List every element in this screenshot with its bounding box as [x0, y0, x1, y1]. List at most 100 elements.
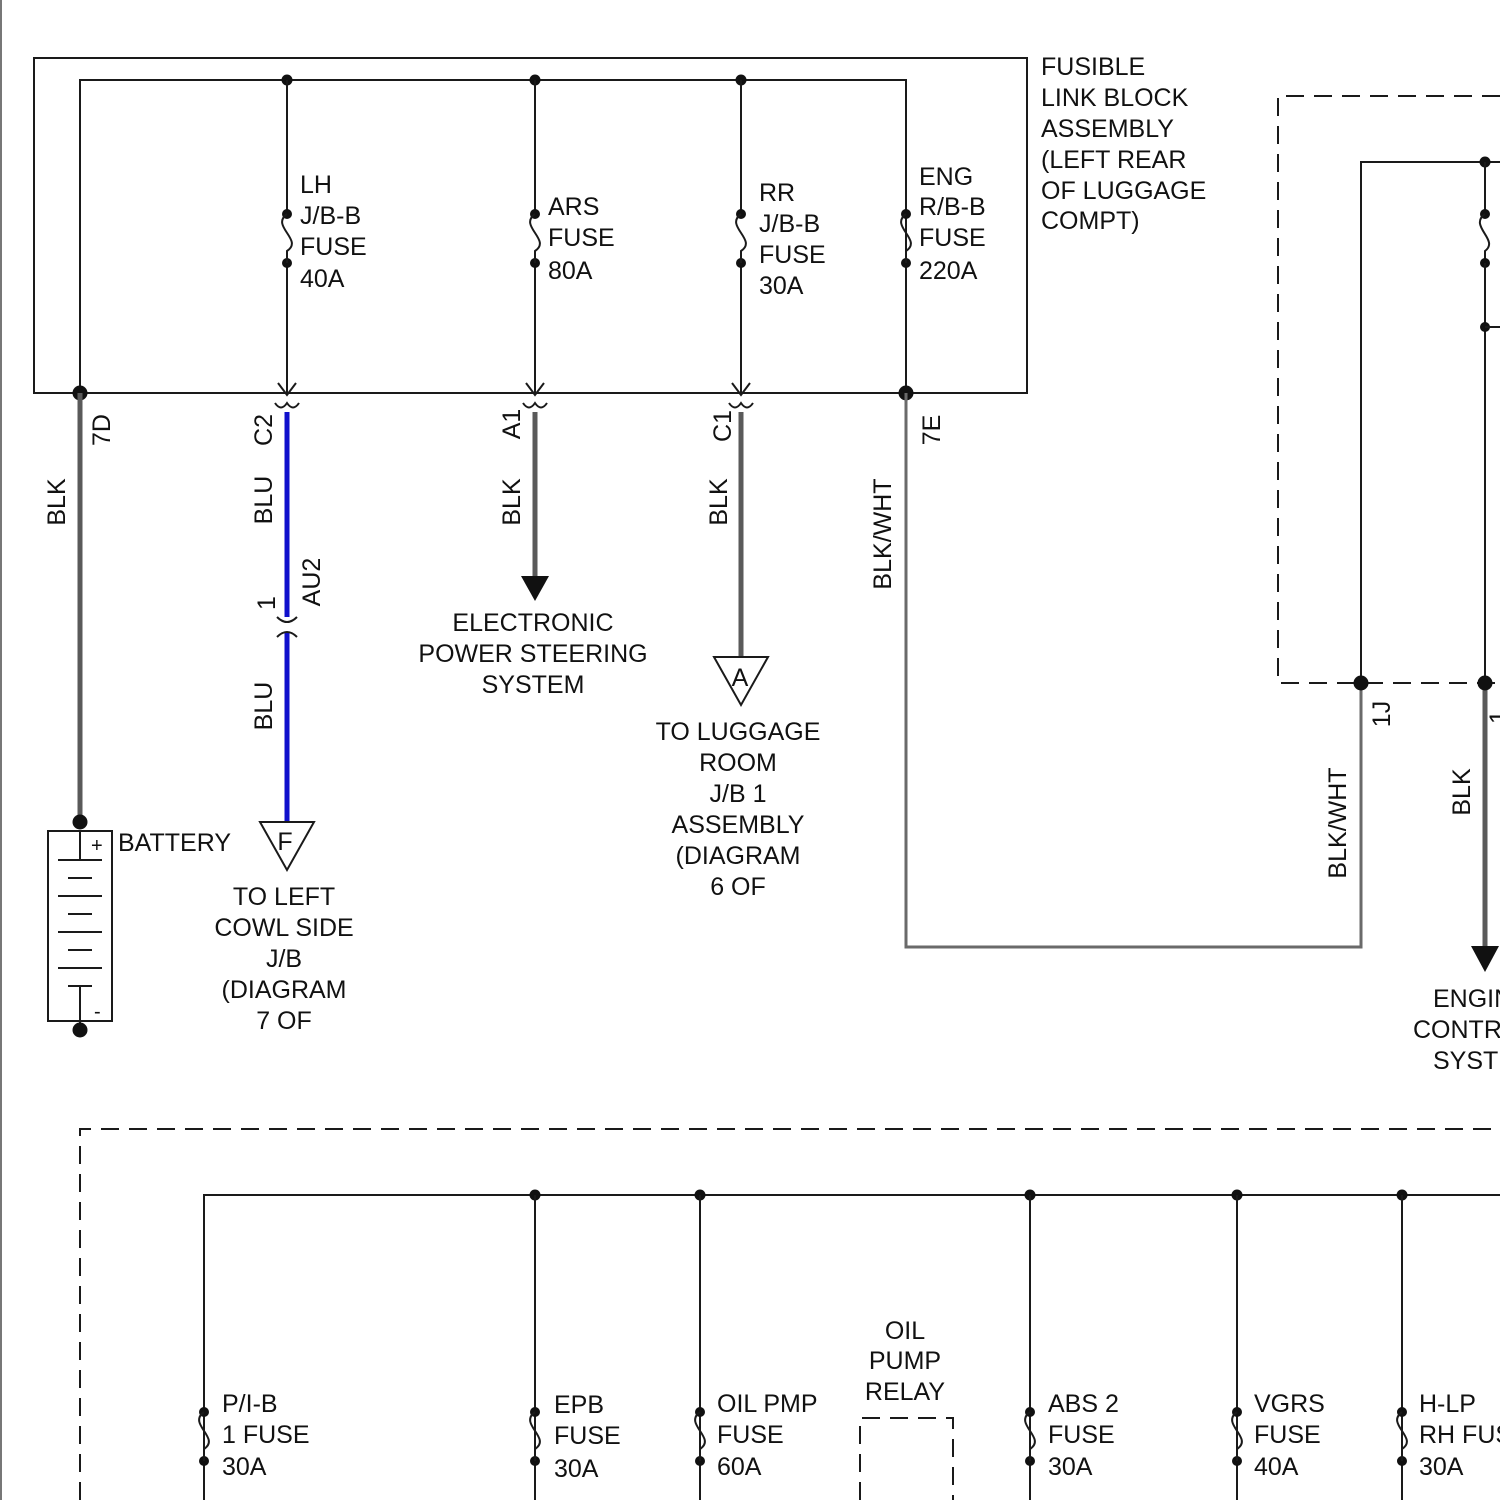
svg-text:SYSTI: SYSTI	[1433, 1047, 1500, 1075]
battery-minus-label: -	[94, 1001, 101, 1023]
svg-text:(DIAGRAM: (DIAGRAM	[222, 976, 347, 1004]
svg-text:J/B-B: J/B-B	[759, 210, 820, 238]
svg-text:ASSEMBLY: ASSEMBLY	[672, 811, 805, 839]
svg-text:H-LP: H-LP	[1419, 1390, 1476, 1418]
fuse-label-abs-2: ABS 2 FUSE 30A	[1048, 1390, 1119, 1481]
wire-label-c2-bottom: BLU	[250, 682, 278, 731]
title-line: COMPT)	[1041, 207, 1140, 235]
terminal-1j	[1354, 676, 1369, 691]
svg-text:RH FUS: RH FUS	[1419, 1421, 1500, 1449]
title-line: FUSIBLE	[1041, 53, 1145, 81]
fuse-vgrs	[1232, 1195, 1242, 1500]
svg-text:CONTR: CONTR	[1413, 1016, 1500, 1044]
svg-text:OIL: OIL	[885, 1317, 925, 1345]
svg-text:ELECTRONIC: ELECTRONIC	[452, 609, 613, 637]
connector-symbol-c2	[275, 403, 299, 408]
svg-text:OIL PMP: OIL PMP	[717, 1390, 818, 1418]
wire-label-c2-top: BLU	[250, 476, 278, 525]
svg-text:FUSE: FUSE	[1254, 1421, 1321, 1449]
svg-text:ROOM: ROOM	[699, 749, 777, 777]
connector-1j-label: 1J	[1368, 701, 1396, 727]
svg-text:RR: RR	[759, 179, 795, 207]
flag-f-caption: TO LEFT COWL SIDE J/B (DIAGRAM 7 OF	[214, 883, 353, 1035]
bottom-block-bus	[204, 1195, 1500, 1500]
eps-arrow	[521, 576, 549, 601]
wire-label-c1: BLK	[705, 478, 733, 526]
connector-right-label: 1	[1485, 710, 1500, 724]
svg-text:40A: 40A	[1254, 1453, 1299, 1481]
flag-a-letter: A	[732, 664, 749, 692]
svg-text:POWER STEERING: POWER STEERING	[418, 640, 647, 668]
fuse-label-vgrs: VGRS FUSE 40A	[1254, 1390, 1325, 1481]
svg-text:J/B 1: J/B 1	[710, 780, 767, 808]
svg-text:VGRS: VGRS	[1254, 1390, 1325, 1418]
connector-a1-label: A1	[498, 409, 526, 440]
connector-au2-pin-label: 1	[253, 596, 281, 610]
svg-text:30A: 30A	[1048, 1453, 1093, 1481]
fuse-label-epb: EPB FUSE 30A	[554, 1391, 621, 1483]
svg-text:RELAY: RELAY	[865, 1378, 945, 1406]
wire-label-1j: BLK/WHT	[1324, 767, 1352, 878]
fuse-label-oil-pmp: OIL PMP FUSE 60A	[717, 1390, 818, 1481]
svg-text:80A: 80A	[548, 257, 593, 285]
right-block-fuse	[1480, 162, 1500, 683]
terminal-right	[1478, 676, 1493, 691]
fuse-label-h-lp: H-LP RH FUS 30A	[1419, 1390, 1500, 1481]
flag-f-letter: F	[277, 828, 292, 856]
fuse-oil-pmp	[695, 1195, 705, 1500]
svg-text:R/B-B: R/B-B	[919, 193, 986, 221]
svg-text:40A: 40A	[300, 265, 345, 293]
fuse-epb	[530, 1195, 540, 1500]
connector-c2-label: C2	[250, 414, 278, 446]
fuse-ars	[526, 80, 544, 395]
svg-text:FUSE: FUSE	[554, 1422, 621, 1450]
svg-text:30A: 30A	[554, 1455, 599, 1483]
title-line: ASSEMBLY	[1041, 115, 1174, 143]
svg-text:EPB: EPB	[554, 1391, 604, 1419]
connector-7e-label: 7E	[918, 415, 946, 446]
fuse-lh-jb-b	[278, 80, 296, 395]
right-relay-block-outline	[1278, 96, 1500, 683]
svg-text:P/I-B: P/I-B	[222, 1390, 278, 1418]
wire-label-7e: BLK/WHT	[869, 478, 897, 589]
svg-text:J/B-B: J/B-B	[300, 202, 361, 230]
svg-text:FUSE: FUSE	[300, 233, 367, 261]
wire-label-a1: BLK	[498, 478, 526, 526]
svg-text:FUSE: FUSE	[717, 1421, 784, 1449]
svg-text:FUSE: FUSE	[919, 224, 986, 252]
engine-caption: ENGIN CONTR SYSTI	[1413, 985, 1500, 1075]
battery-plus-label: +	[91, 835, 103, 857]
engine-arrow	[1471, 946, 1499, 972]
title-line: (LEFT REAR	[1041, 146, 1186, 174]
connector-au2-label: AU2	[298, 558, 326, 607]
svg-text:LH: LH	[300, 171, 332, 199]
svg-text:FUSE: FUSE	[1048, 1421, 1115, 1449]
svg-text:30A: 30A	[759, 272, 804, 300]
svg-text:COWL SIDE: COWL SIDE	[214, 914, 353, 942]
svg-text:1 FUSE: 1 FUSE	[222, 1421, 310, 1449]
svg-text:ENG: ENG	[919, 163, 973, 191]
svg-text:TO LUGGAGE: TO LUGGAGE	[656, 718, 821, 746]
svg-text:J/B: J/B	[266, 945, 302, 973]
fuse-label-pi-b: P/I-B 1 FUSE 30A	[222, 1390, 310, 1481]
wire-7e-blk-wht	[906, 393, 1361, 947]
connector-c1-label: C1	[709, 410, 737, 442]
wire-label-right: BLK	[1448, 768, 1476, 816]
fuse-label-lh: LH J/B-B FUSE 40A	[300, 171, 367, 293]
svg-text:30A: 30A	[1419, 1453, 1464, 1481]
oil-pump-relay-outline	[860, 1418, 953, 1500]
svg-text:ENGIN: ENGIN	[1433, 985, 1500, 1013]
right-block-wire	[1361, 162, 1500, 683]
svg-text:(DIAGRAM: (DIAGRAM	[676, 842, 801, 870]
svg-text:7 OF: 7 OF	[256, 1007, 312, 1035]
oil-pump-relay-label: OIL PUMP RELAY	[865, 1317, 945, 1406]
fusible-link-block-title: FUSIBLE LINK BLOCK ASSEMBLY (LEFT REAR O…	[1041, 53, 1206, 235]
svg-text:TO LEFT: TO LEFT	[233, 883, 335, 911]
svg-text:60A: 60A	[717, 1453, 762, 1481]
svg-text:220A: 220A	[919, 257, 978, 285]
svg-text:SYSTEM: SYSTEM	[482, 671, 585, 699]
svg-text:FUSE: FUSE	[548, 224, 615, 252]
fuse-abs-2	[1025, 1195, 1035, 1500]
svg-text:PUMP: PUMP	[869, 1347, 941, 1375]
